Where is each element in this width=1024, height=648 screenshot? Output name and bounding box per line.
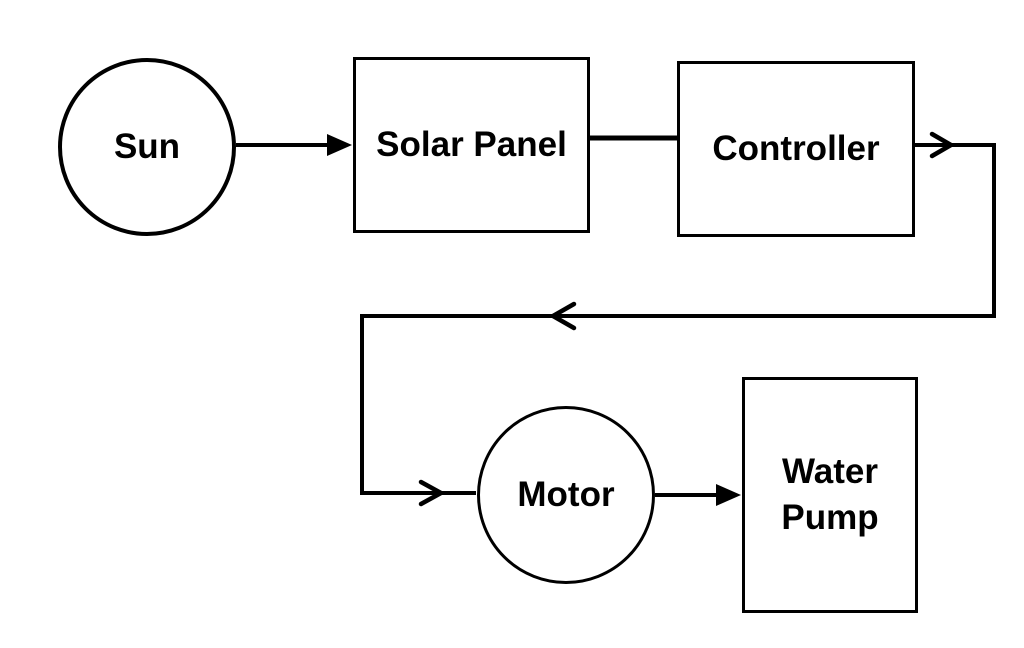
chevron-right-controller-output-icon (929, 131, 956, 159)
node-water-pump: Water Pump (742, 377, 918, 613)
node-motor-label: Motor (517, 474, 615, 514)
node-solar-panel: Solar Panel (353, 57, 590, 233)
chevron-left-midline-icon (548, 301, 577, 331)
node-motor: Motor (477, 406, 655, 584)
chevron-right-motor-input-icon (418, 479, 446, 507)
edge-controller-to-motor (360, 143, 996, 495)
node-sun-label: Sun (113, 126, 181, 166)
node-controller-label: Controller (712, 128, 880, 168)
arrowhead-sun-to-solar-panel-icon (327, 134, 352, 156)
node-solar-panel-label: Solar Panel (376, 124, 567, 164)
node-water-pump-label: Water Pump (781, 451, 879, 537)
node-controller: Controller (677, 61, 915, 237)
arrowhead-motor-to-water-pump-icon (716, 484, 741, 506)
node-sun: Sun (58, 58, 236, 236)
